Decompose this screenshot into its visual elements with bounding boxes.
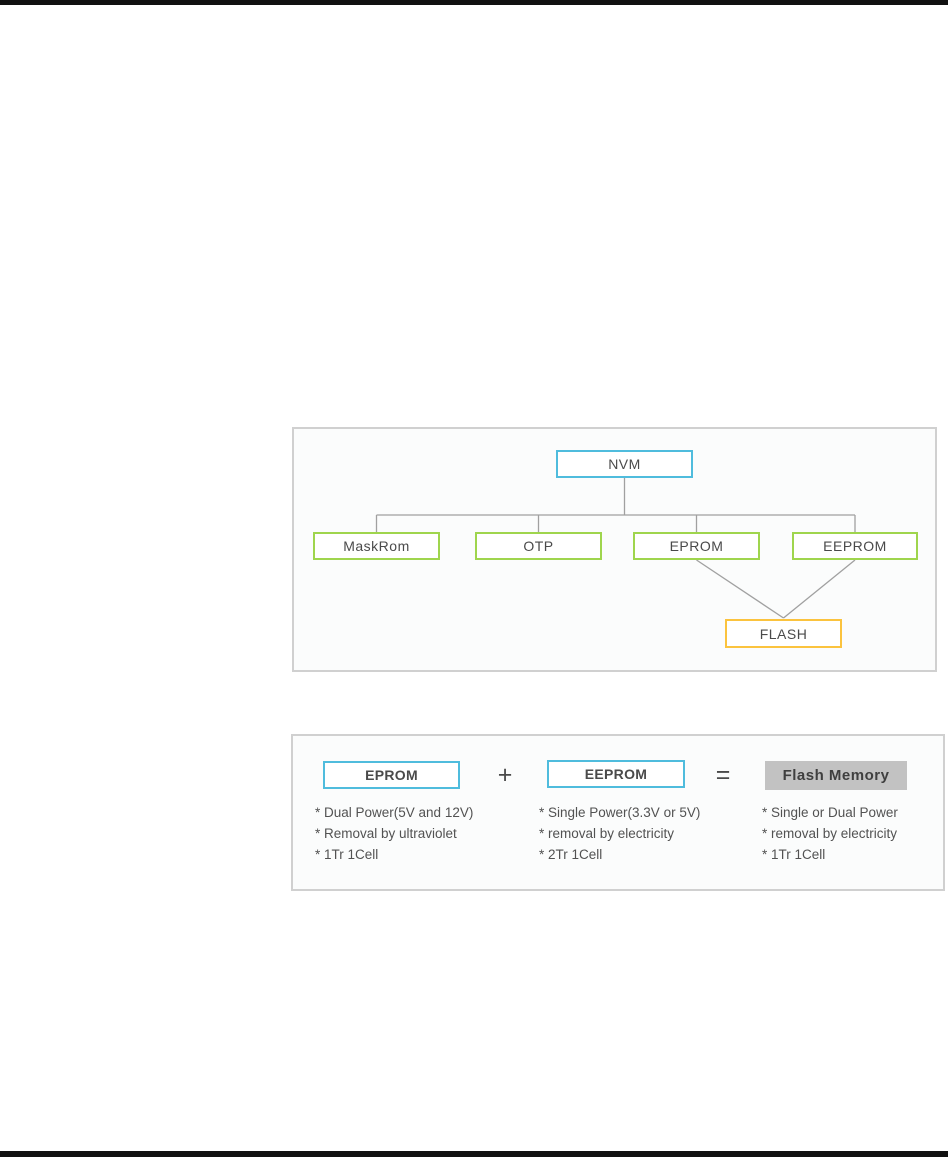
bullet-line: * removal by electricity	[762, 826, 898, 841]
bullet-line: * Dual Power(5V and 12V)	[315, 805, 474, 820]
comparison-flash-memory-box: Flash Memory	[765, 761, 907, 790]
node-eeprom-label: EEPROM	[823, 538, 887, 554]
node-nvm-label: NVM	[608, 456, 641, 472]
eprom-feature-list: * Dual Power(5V and 12V) * Removal by ul…	[315, 802, 540, 865]
node-nvm: NVM	[556, 450, 693, 478]
bullet-line: * 1Tr 1Cell	[762, 847, 826, 862]
bullet-line: * 1Tr 1Cell	[315, 847, 379, 862]
top-border-bar	[0, 0, 948, 5]
node-eprom-label: EPROM	[669, 538, 724, 554]
comparison-eeprom-box: EEPROM	[547, 760, 685, 788]
comparison-flash-memory-label: Flash Memory	[782, 767, 890, 784]
node-eeprom: EEPROM	[792, 532, 918, 560]
comparison-eeprom-label: EEPROM	[584, 766, 648, 782]
bullet-line: * 2Tr 1Cell	[539, 847, 603, 862]
node-maskrom-label: MaskRom	[343, 538, 410, 554]
bullet-line: * removal by electricity	[539, 826, 675, 841]
eeprom-feature-list: * Single Power(3.3V or 5V) * removal by …	[539, 802, 764, 865]
node-flash: FLASH	[725, 619, 842, 648]
nvm-hierarchy-panel: NVM MaskRom OTP EPROM EEPROM FLASH	[292, 427, 937, 672]
node-eprom: EPROM	[633, 532, 760, 560]
plus-sign: +	[497, 760, 513, 789]
flash-comparison-panel: EPROM + EEPROM = Flash Memory * Dual Pow…	[291, 734, 945, 891]
equals-sign: =	[715, 760, 731, 789]
node-otp: OTP	[475, 532, 602, 560]
node-maskrom: MaskRom	[313, 532, 440, 560]
node-otp-label: OTP	[523, 538, 554, 554]
comparison-eprom-box: EPROM	[323, 761, 460, 789]
comparison-eprom-label: EPROM	[365, 767, 418, 783]
flash-memory-feature-list: * Single or Dual Power * removal by elec…	[762, 802, 948, 865]
bullet-line: * Single Power(3.3V or 5V)	[539, 805, 701, 820]
node-flash-label: FLASH	[759, 625, 808, 642]
bottom-border-bar	[0, 1151, 948, 1157]
bullet-line: * Removal by ultraviolet	[315, 826, 457, 841]
bullet-line: * Single or Dual Power	[762, 805, 898, 820]
